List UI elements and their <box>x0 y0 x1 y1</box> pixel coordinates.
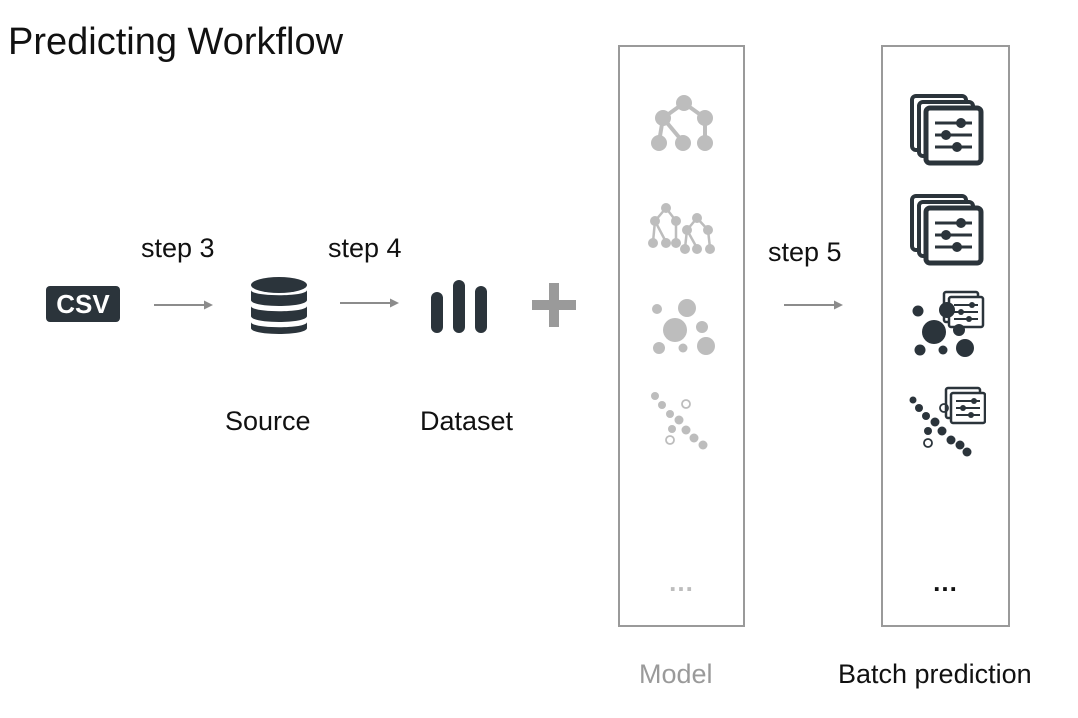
batch-prediction-icon <box>910 94 984 166</box>
batch-prediction-panel <box>881 45 1010 627</box>
arrow-step-4 <box>340 298 399 308</box>
model-label: Model <box>639 659 713 689</box>
step-4-label: step 4 <box>328 233 402 263</box>
page-title: Predicting Workflow <box>8 21 344 63</box>
tree-model-icon <box>651 95 713 151</box>
model-more: ... <box>669 567 694 597</box>
batch-anomaly-score-icon <box>909 386 986 457</box>
anomaly-model-icon <box>651 392 708 450</box>
batch-prediction-label: Batch prediction <box>838 659 1032 689</box>
batch-ensemble-prediction-icon <box>910 194 984 266</box>
dataset-label: Dataset <box>420 406 514 436</box>
batch-centroid-icon <box>912 290 985 357</box>
step-5-label: step 5 <box>768 237 842 267</box>
dataset-icon <box>431 280 487 333</box>
batch-prediction-more: ... <box>933 567 958 597</box>
cluster-model-icon <box>652 299 715 355</box>
csv-icon: CSV <box>46 286 120 322</box>
arrow-step-3 <box>154 300 213 310</box>
database-icon <box>251 277 307 334</box>
ensemble-model-icon <box>648 203 715 254</box>
plus-icon <box>532 283 576 327</box>
source-label: Source <box>225 406 311 436</box>
arrow-step-5 <box>784 300 843 310</box>
step-3-label: step 3 <box>141 233 215 263</box>
